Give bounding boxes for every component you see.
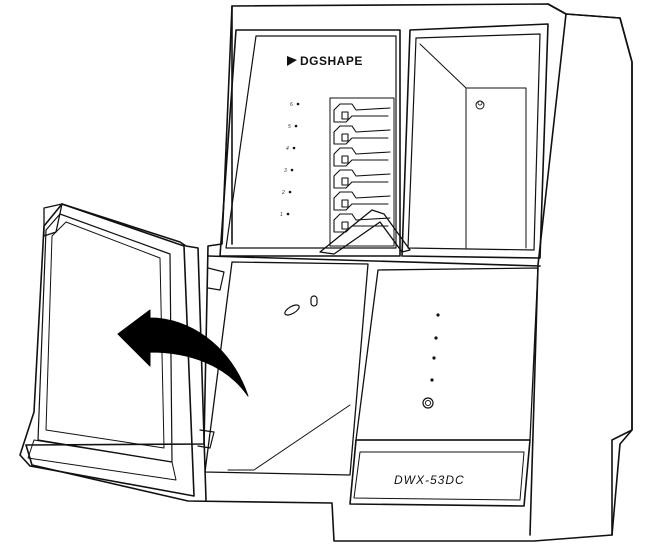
lower-left-chamber bbox=[204, 261, 369, 476]
brand-name: DGSHAPE bbox=[300, 54, 363, 68]
status-panel bbox=[355, 267, 539, 441]
status-indicators bbox=[430, 313, 440, 382]
status-led-3 bbox=[432, 356, 436, 360]
disc-holder-6 bbox=[333, 103, 391, 123]
upper-left-frame bbox=[219, 29, 401, 257]
slot-led-3 bbox=[290, 168, 294, 172]
model-plate bbox=[349, 439, 531, 507]
lower-front: DWX-53DC bbox=[197, 255, 541, 507]
slot-led-4 bbox=[292, 146, 296, 150]
power-button-icon bbox=[422, 397, 434, 409]
machine-body bbox=[25, 3, 633, 542]
disc-holder-4 bbox=[333, 147, 391, 167]
brand-logo: DGSHAPE bbox=[287, 54, 363, 68]
status-led-1 bbox=[436, 313, 440, 317]
upper-window bbox=[219, 23, 549, 259]
lower-chamber-floor bbox=[227, 404, 351, 471]
model-plate-inner bbox=[353, 451, 525, 501]
slot-label-2: 2 bbox=[281, 190, 285, 196]
door-glass bbox=[45, 221, 165, 449]
chamber-latch bbox=[284, 304, 300, 316]
right-side-panel-edge bbox=[529, 13, 567, 536]
power-button-ring bbox=[424, 399, 432, 407]
door-outer-frame bbox=[19, 203, 195, 497]
disc-holder-3 bbox=[333, 169, 391, 189]
slot-led-1 bbox=[286, 212, 290, 216]
open-direction-arrow bbox=[117, 309, 249, 397]
power-button[interactable] bbox=[422, 397, 434, 409]
spindle-collet-inner bbox=[477, 100, 483, 106]
slot-label-5: 5 bbox=[288, 124, 291, 130]
slot-led-6 bbox=[296, 102, 300, 106]
upper-left-glass bbox=[225, 35, 397, 249]
disc-holder-2 bbox=[333, 191, 391, 211]
upper-right-frame bbox=[401, 23, 549, 259]
disc-changer: 6 5 4 3 2 1 bbox=[280, 102, 411, 255]
door-bottom-rail bbox=[27, 439, 177, 481]
lower-divider bbox=[207, 255, 541, 267]
slot-label-3: 3 bbox=[284, 168, 287, 174]
disc-holder-1 bbox=[333, 213, 391, 233]
housing-outline bbox=[25, 3, 633, 542]
changer-arm bbox=[319, 209, 411, 255]
slot-label-6: 6 bbox=[290, 102, 293, 108]
slot-label-1: 1 bbox=[280, 212, 283, 218]
disc-slots: 6 5 4 3 2 1 bbox=[280, 102, 411, 255]
front-door[interactable] bbox=[19, 203, 207, 501]
chamber-knob bbox=[310, 295, 318, 307]
door-handle bbox=[43, 203, 63, 237]
disc-holder-5 bbox=[333, 125, 391, 145]
slot-led-5 bbox=[294, 124, 298, 128]
door-edge bbox=[61, 203, 207, 501]
upper-right-interior bbox=[419, 43, 527, 249]
dgshape-logo-icon bbox=[287, 56, 297, 66]
slot-label-4: 4 bbox=[286, 146, 289, 152]
slot-led-2 bbox=[288, 190, 292, 194]
curved-arrow-left-icon bbox=[117, 309, 249, 397]
upper-right-glass bbox=[407, 33, 541, 251]
status-led-2 bbox=[434, 336, 438, 340]
model-name: DWX-53DC bbox=[394, 473, 465, 487]
changer-interior bbox=[329, 97, 395, 247]
status-led-4 bbox=[430, 378, 434, 382]
